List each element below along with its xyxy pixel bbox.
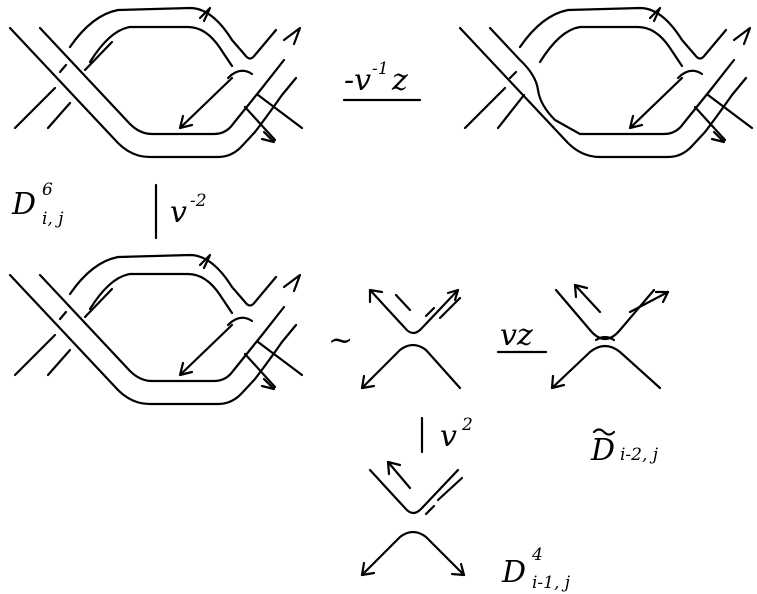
label-d-tilde: D i-2, j [590,428,659,468]
coef-left-sup: -2 [190,191,207,211]
coef-top-z: z [391,63,408,98]
tilde-mark [592,428,616,436]
crossing-middle [360,288,462,390]
tangle-middle-left [8,253,304,406]
label-d-top: D 6 i, j [11,180,64,229]
label-coef-top: -v -1 z [342,59,422,102]
coef-down-v: v [440,419,457,454]
coef-top-sup: -1 [372,59,389,79]
label-tilde: ~ [328,323,353,358]
label-coef-left: v -2 [154,183,207,240]
label-coef-down: v 2 [420,415,473,454]
tangle-top-right [458,6,754,159]
coef-left-v: v [170,195,187,230]
d-bot-base: D [501,555,526,590]
label-d-bottom: D 4 i-1, j [501,545,571,593]
d-top-sup: 6 [42,180,53,200]
label-coef-mid: vz [496,318,548,354]
dt-sub: i-2, j [620,445,659,465]
d-bot-sub: i-1, j [532,573,571,593]
coef-top-base: -v [344,63,371,98]
d-top-base: D [11,187,36,222]
tangle-top-left [8,6,304,159]
tilde-sign: ~ [328,323,353,358]
coef-down-sup: 2 [461,415,473,435]
dt-base: D [590,433,615,468]
crossing-bottom [360,460,466,577]
d-top-sub: i, j [42,209,64,229]
crossing-middle-right [550,283,670,390]
d-bot-sup: 4 [531,545,543,565]
coef-mid-text: vz [500,318,533,353]
